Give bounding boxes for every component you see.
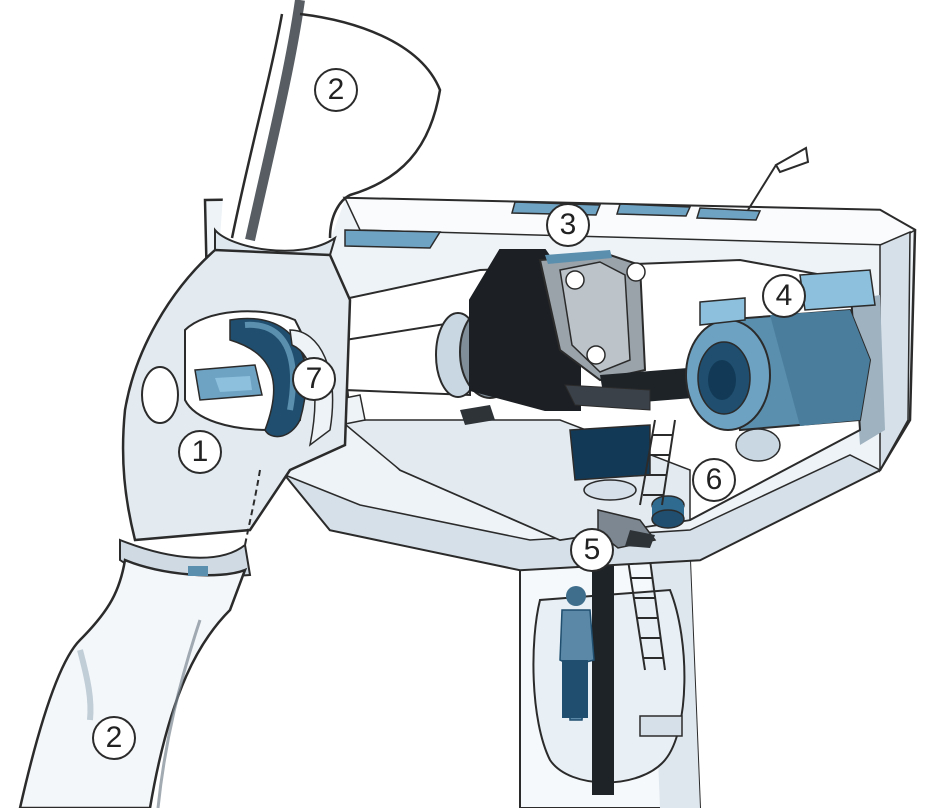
callout-generator: 4 — [762, 274, 806, 318]
callout-blade-top: 2 — [314, 68, 358, 112]
generator — [685, 269, 876, 432]
callout-yaw-drive: 5 — [570, 528, 614, 572]
callout-blade-bottom: 2 — [92, 716, 136, 760]
callout-pitch-system: 7 — [292, 357, 336, 401]
controller-cabinet — [569, 424, 781, 529]
callout-hub: 1 — [178, 430, 222, 474]
tower-interior — [532, 559, 686, 795]
hub — [121, 248, 352, 542]
rotor-blade-bottom — [18, 538, 252, 808]
yaw-drive — [583, 479, 657, 549]
nacelle-ladder — [639, 419, 676, 506]
callout-controller: 6 — [692, 458, 736, 502]
wind-vane — [747, 146, 810, 211]
callout-gearbox: 3 — [546, 203, 590, 247]
gearbox — [538, 250, 647, 382]
ladder — [627, 559, 666, 671]
technician-figure — [559, 586, 595, 721]
vertical-shaft — [592, 560, 614, 795]
